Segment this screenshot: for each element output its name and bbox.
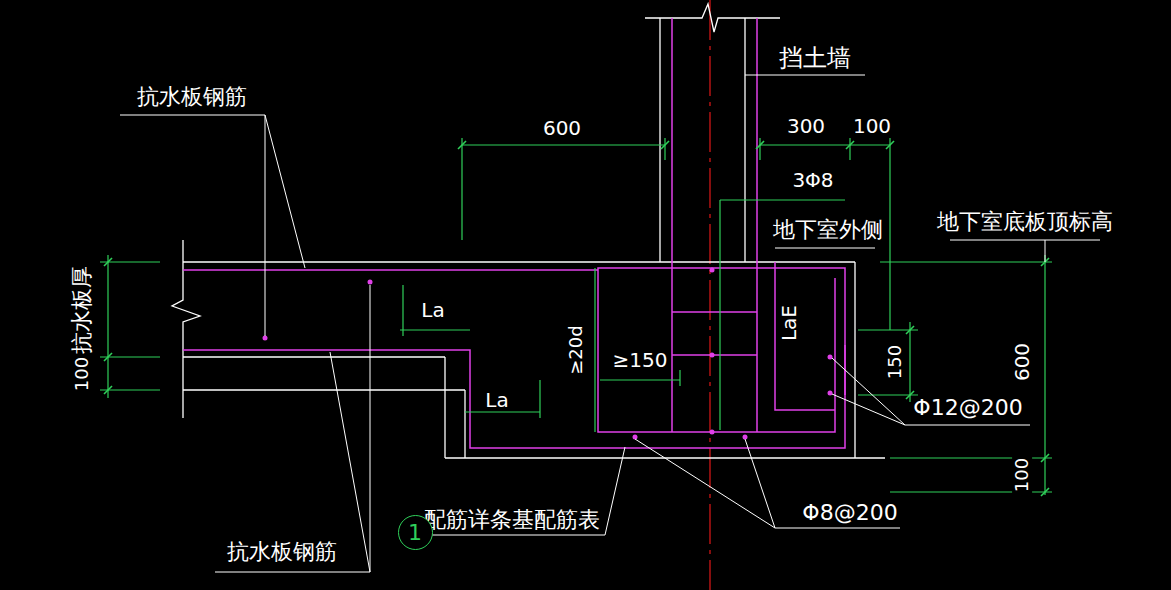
concrete-outline	[172, 4, 885, 458]
drawing-label: 地下室外侧	[771, 218, 885, 242]
drawing-label: 地下室底板顶标高	[935, 210, 1115, 234]
drawing-label: 600	[541, 117, 583, 139]
drawing-label: 挡土墙	[777, 45, 853, 71]
drawing-label: 100	[851, 115, 893, 137]
drawing-label: 抗水板厚	[70, 264, 94, 356]
center-line	[709, 0, 710, 590]
drawing-label: 抗水板钢筋	[225, 540, 339, 564]
drawing-label: 3Φ8	[790, 169, 835, 191]
drawing-label: LaE	[778, 303, 800, 343]
drawing-label: 抗水板钢筋	[135, 85, 249, 109]
drawing-label: 150	[885, 343, 905, 381]
dimension-line	[100, 138, 1052, 495]
drawing-label: La	[419, 299, 446, 321]
drawing-label: ≥20d	[566, 323, 586, 376]
drawing-label: 600	[1011, 341, 1033, 383]
drawing-label: Φ12@200	[911, 396, 1024, 420]
drawing-label: 配筋详条基配筋表	[422, 508, 602, 532]
drawing-label: ≥150	[611, 349, 670, 371]
drawing-label: 300	[785, 115, 827, 137]
callout-number: 1	[408, 520, 422, 545]
callout-circle: 1	[398, 515, 433, 550]
rebar	[183, 18, 845, 448]
drawing-label: Φ8@200	[800, 501, 899, 525]
drawing-label: La	[483, 389, 510, 411]
drawing-label: 100	[1012, 456, 1032, 494]
dimension-tick	[104, 141, 1049, 496]
rebar-dot	[263, 268, 833, 440]
leader-line	[120, 75, 1100, 572]
drawing-label: 100	[72, 355, 92, 393]
